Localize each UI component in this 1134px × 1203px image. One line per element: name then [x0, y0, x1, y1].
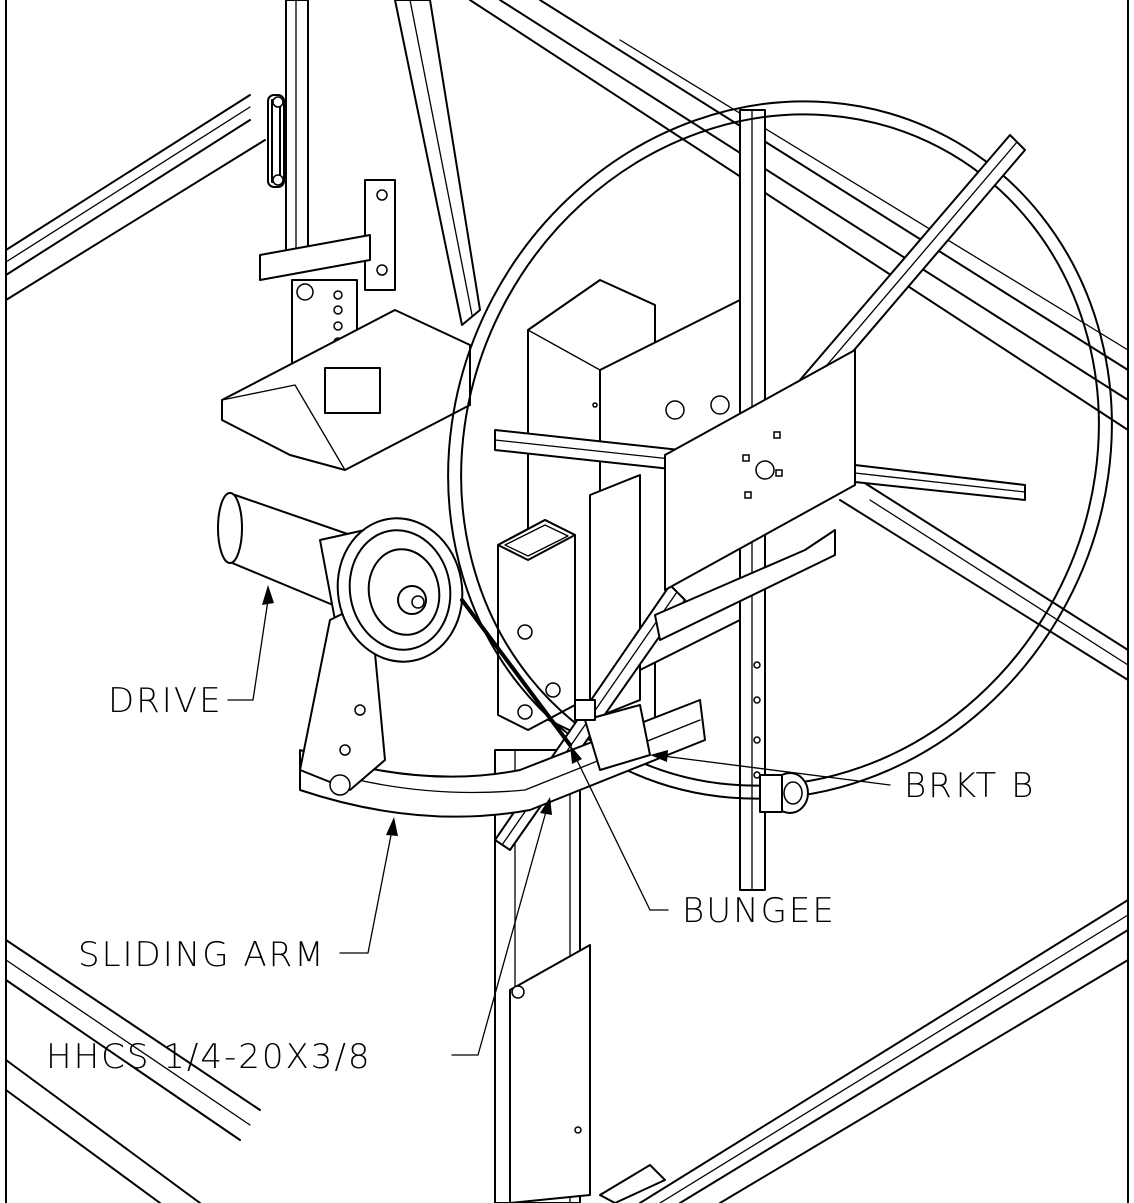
callout-bungee: BUNGEE: [682, 891, 836, 931]
wheel-knob: [759, 772, 809, 814]
callout-hhcs: HHCS 1/4-20X3/8: [46, 1037, 372, 1077]
bungee-cord: [460, 598, 572, 747]
drawing-border: [5, 0, 1129, 1203]
callout-drive: DRIVE: [108, 681, 223, 721]
sliding-arm: [299, 699, 706, 818]
hub-plate: [664, 349, 856, 591]
base-frame: [5, 0, 1129, 1203]
diagonal-strap: [394, 0, 481, 326]
left-upright: [221, 0, 471, 471]
side-bracket: [654, 529, 836, 641]
leader-lines: [227, 585, 891, 1056]
drive-assembly: [217, 492, 464, 796]
callout-brkt-b: BRKT B: [904, 766, 1035, 806]
callout-sliding-arm: SLIDING ARM: [78, 935, 326, 975]
